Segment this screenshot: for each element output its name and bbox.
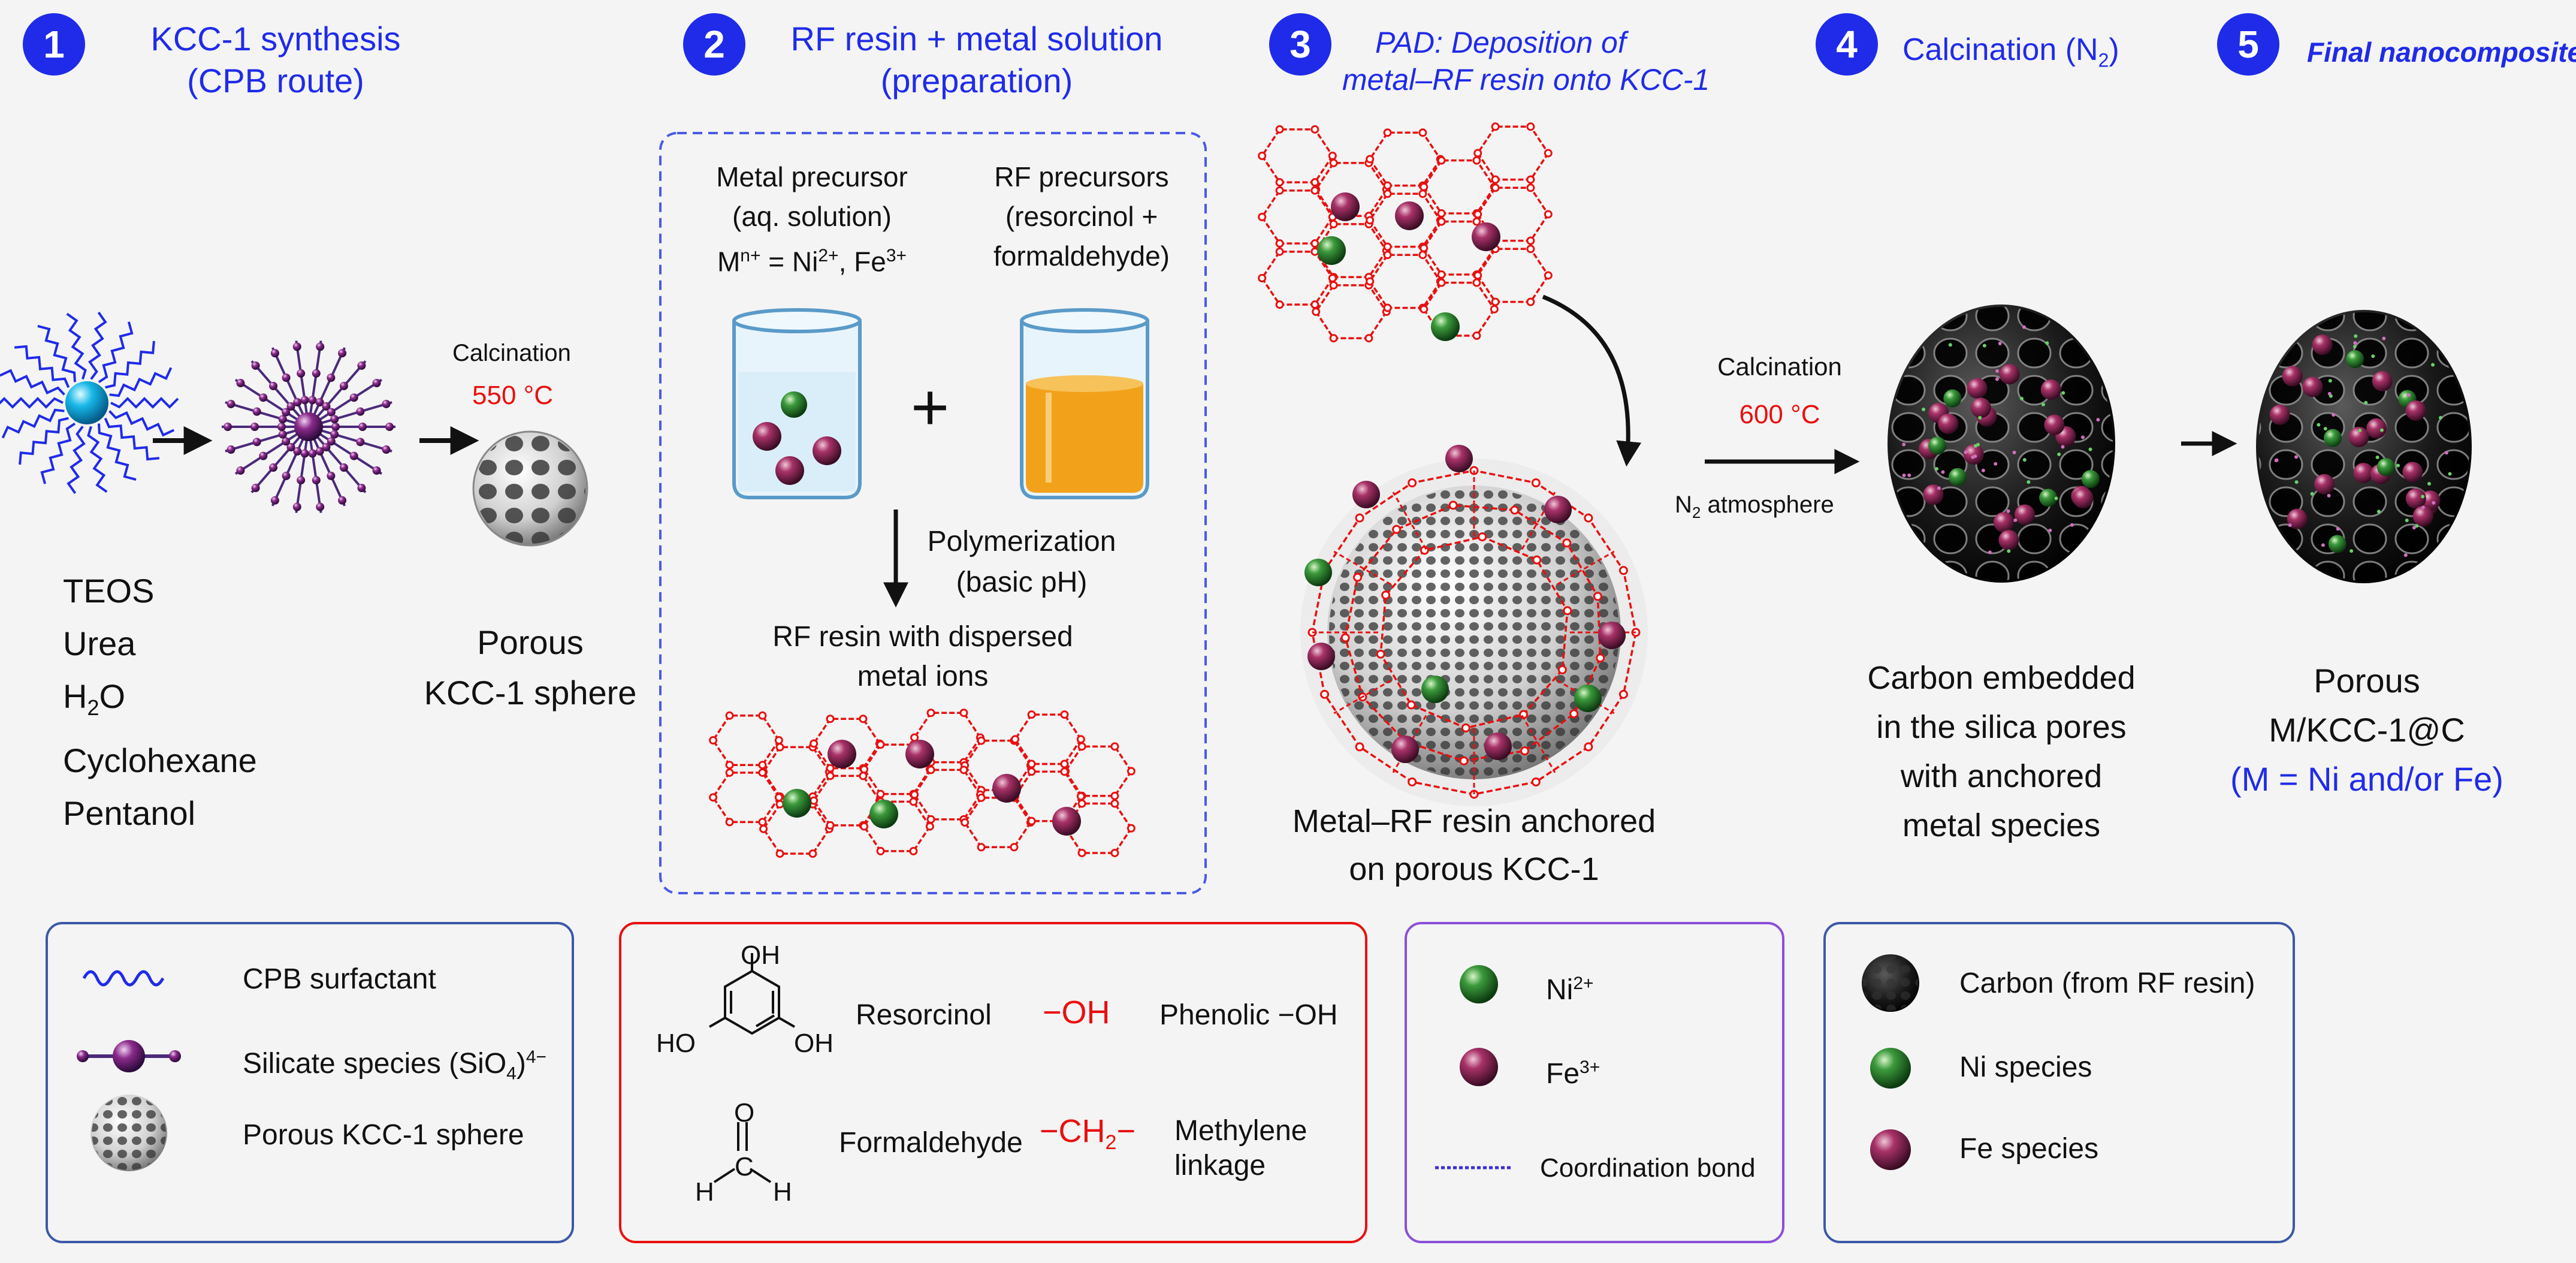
- carbon-sphere-5: [2256, 310, 2472, 583]
- step4-badge: 4: [1816, 13, 1878, 76]
- calcination-label-2: Calcination: [1717, 352, 1842, 381]
- legend-formaldehyde: Formaldehyde: [839, 1127, 1023, 1159]
- step3-badge: 3: [1269, 13, 1331, 76]
- legend4-box: [1823, 922, 2295, 1243]
- resorcinol-structure: [709, 953, 795, 1035]
- step1-title: KCC-1 synthesis(CPB route): [150, 20, 401, 100]
- step2-badge: 2: [683, 13, 745, 76]
- rf-precursors-label: RF precursors(resorcinol +formaldehyde): [993, 161, 1170, 272]
- resorcinol-oh-top: OH: [741, 941, 780, 970]
- legend-cpb: CPB surfactant: [243, 963, 436, 995]
- step2-title: RF resin + metal solution(preparation): [790, 20, 1163, 100]
- silicate-star: [222, 340, 395, 513]
- legend-ni-species: Ni species: [1959, 1051, 2092, 1083]
- fe-icon: [1460, 1048, 1498, 1086]
- formaldehyde-h-right: H: [773, 1177, 792, 1207]
- calcination-label-1: Calcination: [452, 340, 571, 366]
- temp-550: 550 °C: [472, 381, 554, 410]
- plus-sign: +: [911, 370, 950, 444]
- legend-fe-species: Fe species: [1959, 1133, 2099, 1165]
- cpb-micelle: [0, 311, 179, 495]
- cpb-icon: [82, 970, 165, 987]
- metal-precursor-label: Metal precursor (aq. solution) Mn+ = Ni2…: [716, 161, 908, 278]
- oh-symbol: −OH: [1043, 994, 1110, 1030]
- fe-species-icon: [1870, 1129, 1911, 1170]
- rf-beaker: [1020, 308, 1149, 499]
- polymerization-label: Polymerization(basic pH): [927, 526, 1116, 598]
- arrow-deposition: [1542, 294, 1642, 467]
- legend3-box: [1405, 922, 1784, 1243]
- formaldehyde-c: C: [735, 1152, 754, 1181]
- kcc-legend-icon: [90, 1095, 167, 1171]
- metal-rf-fragment: [1258, 122, 1553, 343]
- rf-resin-network: [709, 709, 1136, 858]
- legend-resorcinol: Resorcinol: [856, 999, 992, 1031]
- anchored-sphere: [1300, 445, 1648, 806]
- reagent-list: TEOS Urea H2O Cyclohexane Pentanol: [63, 572, 257, 833]
- ch2-symbol: −CH2−: [1040, 1113, 1136, 1154]
- kcc1-sphere: [472, 430, 588, 547]
- silicate-icon: [77, 1040, 181, 1072]
- legend-fe: Fe3+: [1546, 1057, 1600, 1090]
- legend-phenolic: Phenolic −OH: [1159, 999, 1338, 1031]
- legend-coordination: Coordination bond: [1540, 1153, 1756, 1183]
- step4-title: Calcination (N2): [1902, 32, 2119, 71]
- legend-kcc: Porous KCC-1 sphere: [243, 1119, 524, 1151]
- resorcinol-oh-right: OH: [794, 1029, 833, 1058]
- legend-silicate: Silicate species (SiO4)4−: [243, 1047, 547, 1084]
- legend-ni: Ni2+: [1546, 973, 1594, 1006]
- n2-atmosphere: N2 atmosphere: [1675, 492, 1834, 522]
- carbon-sphere-4: [1888, 305, 2115, 583]
- legend-carbon: Carbon (from RF resin): [1959, 967, 2255, 999]
- ni-icon: [1460, 965, 1498, 1003]
- step1-badge: 1: [23, 13, 85, 76]
- formaldehyde-h-left: H: [695, 1177, 714, 1207]
- metal-beaker: [732, 308, 862, 499]
- step5-title: Final nanocomposite: [2307, 37, 2576, 68]
- legend1-box: [46, 922, 574, 1243]
- carbon-icon: [1862, 954, 1919, 1012]
- step5-badge: 5: [2217, 13, 2279, 76]
- resorcinol-ho-left: HO: [656, 1029, 696, 1058]
- ni-species-icon: [1870, 1048, 1911, 1089]
- formaldehyde-o: O: [734, 1098, 755, 1128]
- formaldehyde-structure: [713, 1122, 772, 1183]
- step2-box: [659, 132, 1207, 894]
- legend2-box: [619, 922, 1367, 1243]
- temp-600: 600 °C: [1739, 400, 1820, 429]
